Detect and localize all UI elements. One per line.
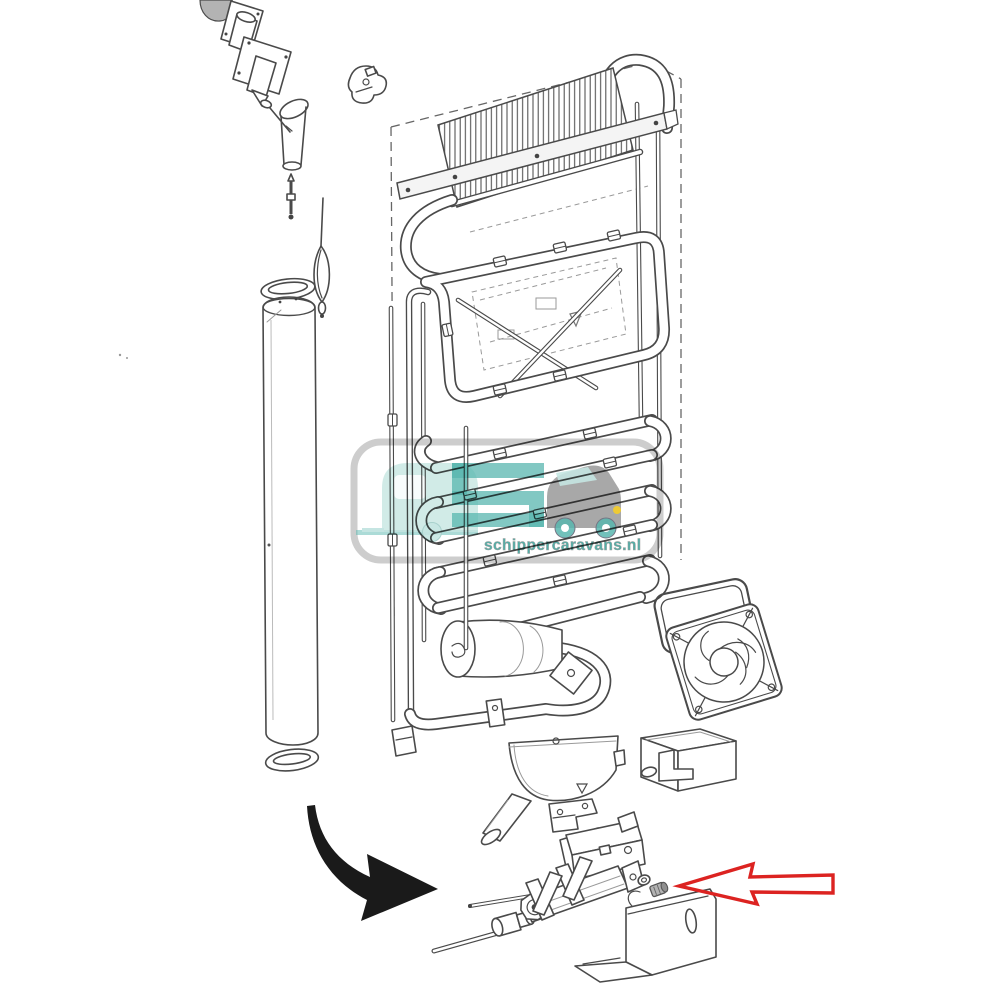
car-indicator-dot bbox=[613, 506, 621, 514]
igniter-electrode bbox=[286, 173, 296, 220]
flue-adapter bbox=[279, 98, 309, 171]
burner-jet bbox=[649, 881, 669, 898]
watermark-car bbox=[547, 465, 621, 539]
burner-flange bbox=[548, 798, 598, 833]
watermark-text: schippercaravans.nl bbox=[484, 537, 642, 554]
burner-assembly bbox=[434, 811, 717, 983]
watermark-border bbox=[350, 438, 664, 564]
flue-gasket-top bbox=[260, 277, 316, 301]
margin-specks bbox=[118, 353, 128, 359]
fan-blades bbox=[694, 630, 757, 685]
cooling-fan bbox=[665, 603, 783, 721]
flue-baffle bbox=[313, 197, 331, 318]
burner-clip bbox=[347, 65, 388, 104]
condenser bbox=[396, 60, 679, 279]
thermocouple bbox=[468, 883, 599, 908]
burner-housing bbox=[480, 735, 626, 846]
flue-tube bbox=[262, 296, 319, 746]
flue-top-assembly bbox=[199, 0, 293, 133]
watermark-letters bbox=[452, 463, 544, 527]
condenser-mounting-bar bbox=[396, 109, 679, 200]
boiler-vessel bbox=[410, 619, 605, 727]
highlight-arrow bbox=[672, 861, 835, 907]
burner-body bbox=[520, 811, 646, 923]
watermark-logo: schippercaravans.nl bbox=[350, 438, 664, 564]
flue-gasket-bottom bbox=[264, 748, 320, 772]
flue-duct-tubes bbox=[387, 291, 428, 757]
burner-washer bbox=[637, 874, 651, 886]
drip-tray bbox=[640, 728, 737, 792]
cooling-unit bbox=[387, 60, 682, 757]
flow-arrow bbox=[307, 805, 438, 921]
evaporator-frame bbox=[426, 237, 664, 397]
burner-fins bbox=[525, 856, 593, 921]
housing-flue-stub bbox=[480, 793, 532, 846]
burner-mounting-bracket bbox=[574, 888, 717, 983]
